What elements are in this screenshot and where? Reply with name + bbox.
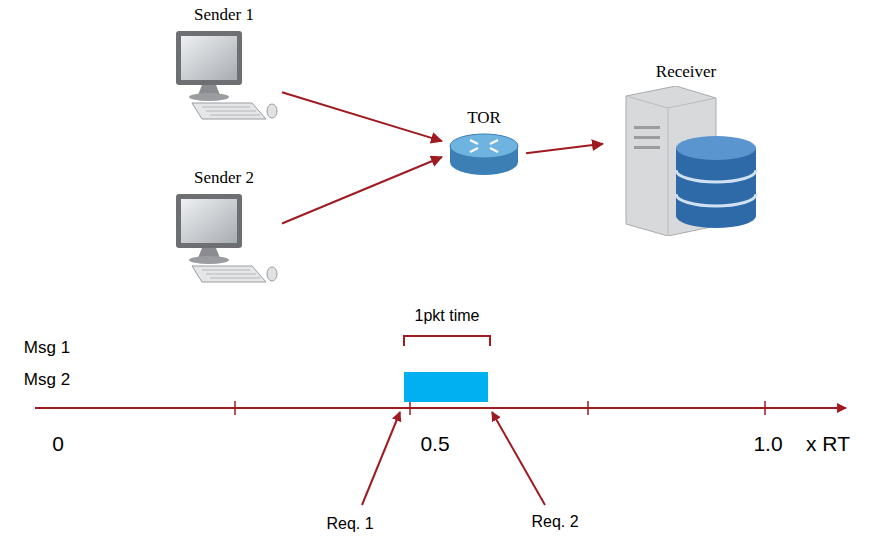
link-arrow — [526, 144, 603, 154]
device-node: TOR — [444, 108, 524, 180]
request-label: Req. 1 — [326, 515, 373, 533]
axis-value: 1.0 — [753, 432, 782, 456]
server-icon — [606, 86, 766, 236]
req-arrow — [362, 412, 400, 505]
device-node: Receiver — [605, 62, 767, 236]
device-label: TOR — [444, 108, 524, 128]
axis-value: 0 — [52, 432, 64, 456]
device-label: Sender 2 — [168, 168, 280, 188]
device-node: Sender 1 — [168, 5, 280, 123]
axis-value: 0.5 — [420, 432, 449, 456]
request-label: Req. 2 — [531, 513, 578, 531]
device-label: Sender 1 — [168, 5, 280, 25]
link-arrow — [282, 92, 442, 141]
message-label: Msg 2 — [24, 370, 70, 390]
packet-bar — [404, 372, 488, 402]
computer-icon — [168, 192, 280, 286]
time-axis — [35, 407, 846, 409]
router-icon — [446, 132, 522, 180]
device-label: Receiver — [605, 62, 767, 82]
req-arrow — [492, 412, 545, 505]
axis-ticks — [235, 401, 765, 415]
axis-unit: x RT — [806, 432, 850, 456]
computer-icon — [168, 29, 280, 123]
packet-bracket — [404, 336, 490, 346]
link-arrow — [282, 157, 442, 224]
device-node: Sender 2 — [168, 168, 280, 286]
message-label: Msg 1 — [24, 338, 70, 358]
duration-label: 1pkt time — [415, 307, 480, 325]
